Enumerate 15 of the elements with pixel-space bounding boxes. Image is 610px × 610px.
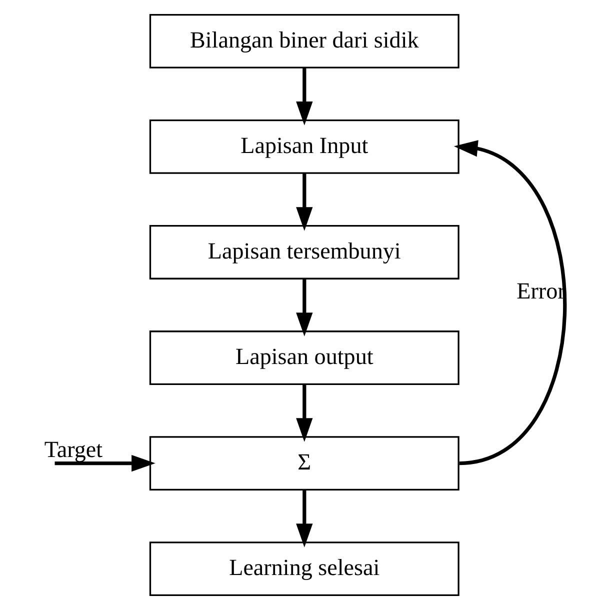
arrow [296,68,313,126]
arrow [296,490,313,548]
arrow [54,454,156,472]
node-box: Lapisan tersembunyi [149,225,460,280]
arrow [296,278,313,336]
arrow [296,384,313,442]
node-box: Bilangan biner dari sidik [149,14,460,68]
node-box: Learning selesai [149,542,460,596]
arrow [454,140,566,466]
node-box: Lapisan Input [149,120,460,174]
edge-label: Target [44,436,103,462]
node-box: Lapisan output [149,330,460,385]
node-box: Σ [149,436,460,490]
edge-label: Error [516,278,566,304]
arrow [296,173,313,231]
